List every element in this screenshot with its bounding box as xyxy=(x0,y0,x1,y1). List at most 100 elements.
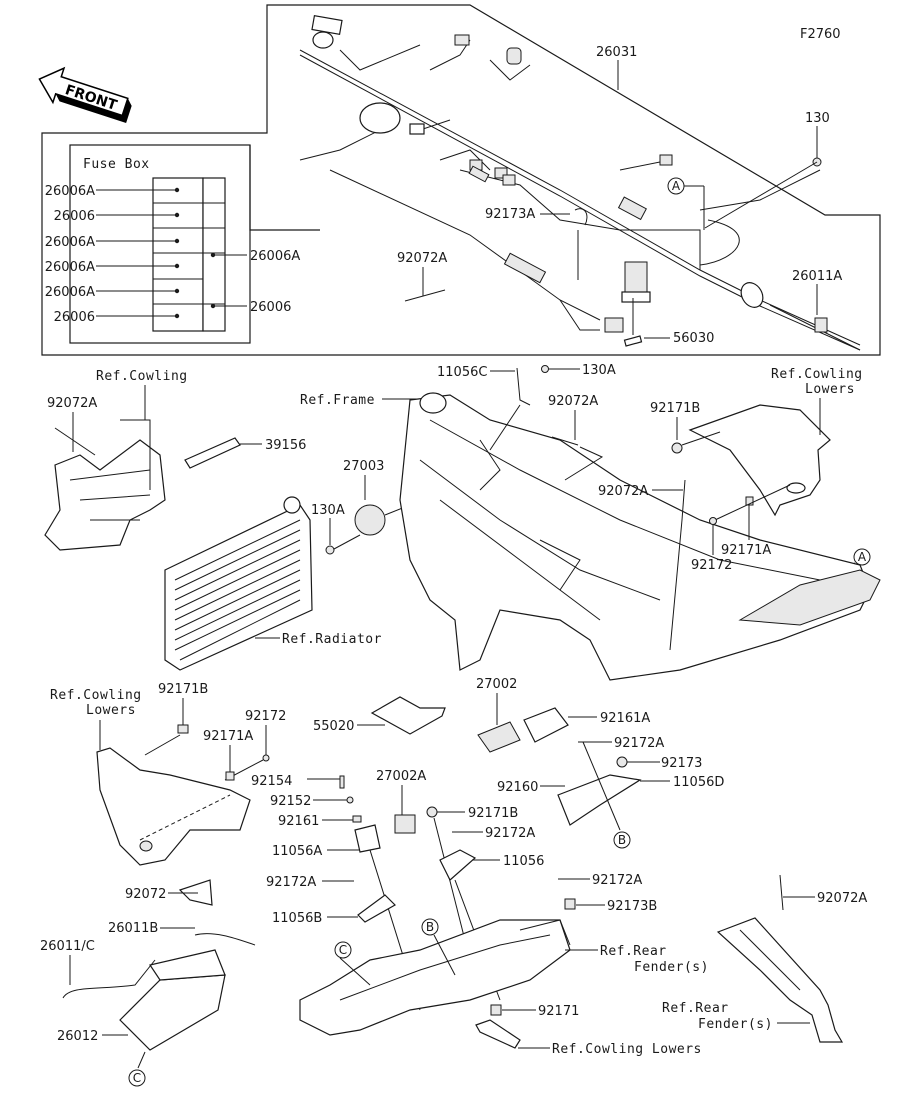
front-arrow-icon: FRONT xyxy=(38,66,132,124)
callout-92161: 92161 xyxy=(278,814,362,829)
svg-text:11056: 11056 xyxy=(503,854,544,869)
marker-b-center: B xyxy=(421,918,456,976)
callout-27002a: 27002A xyxy=(376,769,426,834)
frame-drawing xyxy=(399,392,881,681)
callout-ref-cowling: Ref.Cowling xyxy=(96,369,187,420)
marker-c-center: C xyxy=(334,941,371,986)
svg-text:Lowers: Lowers xyxy=(805,382,855,397)
callout-55020: 55020 xyxy=(313,696,446,735)
callout-92072a-frame-2: 92072A xyxy=(598,479,686,651)
callout-130a-horn: 130A xyxy=(311,503,361,555)
battery-drawing xyxy=(119,879,226,1051)
callout-11056c: 11056C xyxy=(437,365,531,451)
svg-text:92173: 92173 xyxy=(661,756,702,771)
svg-text:C: C xyxy=(339,943,347,957)
svg-text:92171A: 92171A xyxy=(721,543,771,558)
svg-text:92072A: 92072A xyxy=(548,394,598,409)
figure-id: F2760 xyxy=(800,27,841,42)
fuse-label: 26006 xyxy=(54,310,95,325)
fuse-label: 26006A xyxy=(45,235,95,250)
svg-text:92172A: 92172A xyxy=(614,736,664,751)
svg-text:92072: 92072 xyxy=(125,887,166,902)
callout-92173b: 92173B xyxy=(564,898,657,914)
svg-text:Fender(s): Fender(s) xyxy=(698,1017,773,1032)
callout-26011b: 26011B xyxy=(108,921,256,946)
svg-text:26011/C: 26011/C xyxy=(40,939,95,954)
svg-text:130A: 130A xyxy=(582,363,616,378)
wire-harness xyxy=(299,14,861,351)
callout-27003: 27003 xyxy=(343,459,411,536)
svg-text:Lowers: Lowers xyxy=(86,703,136,718)
callout-92172-right: 92172 xyxy=(691,517,732,573)
fuse-box-inset xyxy=(69,144,251,344)
svg-text:92171B: 92171B xyxy=(650,401,700,416)
svg-text:92172: 92172 xyxy=(691,558,732,573)
svg-text:27003: 27003 xyxy=(343,459,384,474)
svg-text:27002: 27002 xyxy=(476,677,517,692)
svg-text:92172A: 92172A xyxy=(485,826,535,841)
callout-92072a-top: 92072A xyxy=(397,251,447,302)
callout-ref-cowling-lowers-right: Ref.Cowling Lowers xyxy=(771,367,863,435)
svg-text:B: B xyxy=(618,833,626,847)
svg-text:11056D: 11056D xyxy=(673,775,724,790)
fuse-dot xyxy=(174,263,180,269)
svg-text:92161: 92161 xyxy=(278,814,319,829)
callout-92152: 92152 xyxy=(270,794,354,809)
callout-92172a-4: 92172A xyxy=(558,873,642,888)
fuse-label: 26006A xyxy=(45,285,95,300)
svg-text:Fender(s): Fender(s) xyxy=(634,960,709,975)
callout-92171: 92171 xyxy=(475,1004,579,1049)
svg-text:92072A: 92072A xyxy=(397,251,447,266)
callout-ref-cowling-lowers-left: Ref.Cowling Lowers xyxy=(50,688,142,750)
svg-text:A: A xyxy=(858,550,867,564)
front-bracket-drawing xyxy=(44,419,166,551)
callout-92172a-1: 92172A xyxy=(578,736,664,751)
harness-group-frame xyxy=(41,4,881,356)
svg-text:39156: 39156 xyxy=(265,438,306,453)
callout-92161a: 92161A xyxy=(523,707,650,743)
callout-130a-top: 130A xyxy=(541,363,616,378)
fuse-box-title: Fuse Box xyxy=(83,157,150,172)
svg-text:26012: 26012 xyxy=(57,1029,98,1044)
callout-92154: 92154 xyxy=(251,774,345,789)
marker-b-right: B xyxy=(582,741,631,849)
svg-text:92160: 92160 xyxy=(497,780,538,795)
callout-26011a: 26011A xyxy=(792,269,842,315)
callout-92072a-frame-1: 92072A xyxy=(548,394,604,481)
svg-text:92171: 92171 xyxy=(538,1004,579,1019)
svg-text:11056B: 11056B xyxy=(272,911,322,926)
svg-text:26011B: 26011B xyxy=(108,921,158,936)
rear-fender-right-drawing xyxy=(716,917,844,1043)
callout-26031: 26031 xyxy=(596,45,637,90)
callout-92072a-rear: 92072A xyxy=(779,874,867,911)
svg-text:Ref.Cowling: Ref.Cowling xyxy=(50,688,142,703)
svg-text:Ref.Rear: Ref.Rear xyxy=(662,1001,729,1016)
svg-text:56030: 56030 xyxy=(673,331,714,346)
marker-c-battery: C xyxy=(128,1051,146,1087)
fuse-label: 26006 xyxy=(250,300,291,315)
fuse-label: 26006A xyxy=(45,260,95,275)
svg-text:Ref.Cowling: Ref.Cowling xyxy=(771,367,863,382)
callout-ref-cowling-lowers-bottom: Ref.Cowling Lowers xyxy=(518,1042,701,1057)
svg-text:92172A: 92172A xyxy=(266,875,316,890)
callout-92171b-left: 92171B xyxy=(144,682,208,756)
callout-ref-radiator: Ref.Radiator xyxy=(255,632,381,647)
svg-text:92072A: 92072A xyxy=(817,891,867,906)
callout-ref-rear-fender-center: Ref.Rear Fender(s) xyxy=(565,944,709,975)
marker-a: A xyxy=(667,177,705,230)
fuse-label: 26006A xyxy=(250,249,300,264)
svg-text:92172A: 92172A xyxy=(592,873,642,888)
fuse-dot xyxy=(174,187,180,193)
callout-92072a-left: 92072A xyxy=(47,396,97,456)
callout-92160: 92160 xyxy=(497,780,565,795)
callout-27002: 27002 xyxy=(476,677,521,753)
radiator-drawing xyxy=(164,496,313,671)
svg-text:92173B: 92173B xyxy=(607,899,657,914)
svg-text:92072A: 92072A xyxy=(598,484,648,499)
svg-text:26011A: 26011A xyxy=(792,269,842,284)
svg-text:92173A: 92173A xyxy=(485,207,535,222)
fuse-box-drawing xyxy=(152,177,226,332)
svg-text:A: A xyxy=(672,179,681,193)
